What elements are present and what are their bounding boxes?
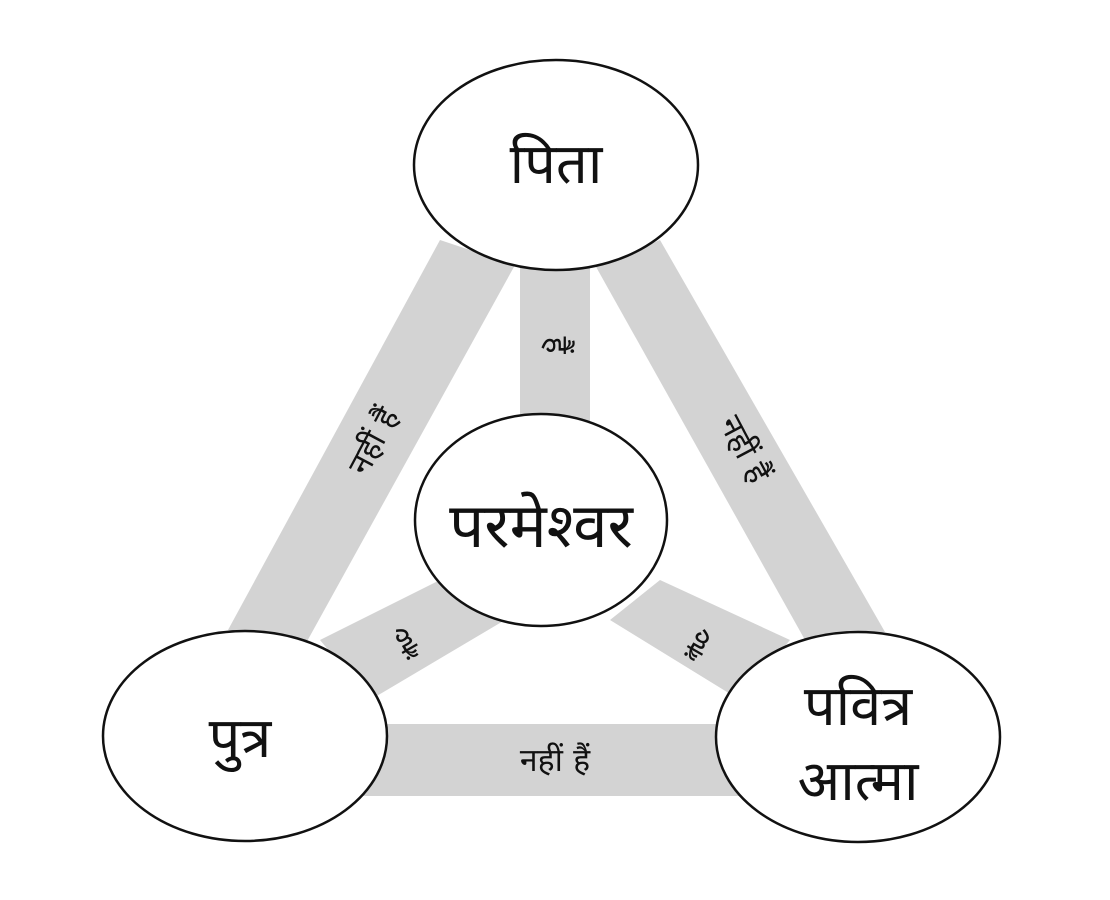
node-father: पिता bbox=[412, 58, 700, 272]
node-father-label: पिता bbox=[510, 132, 604, 197]
band-son-god bbox=[320, 580, 505, 700]
band-spirit-god bbox=[610, 580, 790, 700]
node-son-label: पुत्र bbox=[209, 706, 273, 773]
node-god-label: परमेश्वर bbox=[449, 489, 634, 562]
band-father-spirit bbox=[595, 240, 885, 640]
band-father-son bbox=[228, 240, 515, 645]
relation-father-god: हैं bbox=[538, 337, 576, 355]
relation-son-spirit: नहीं हैं bbox=[520, 741, 591, 779]
node-son: पुत्र bbox=[101, 629, 389, 843]
band-father-god bbox=[520, 255, 590, 430]
node-spirit-label-line1: पवित्र bbox=[804, 674, 913, 739]
node-spirit-label-line2: आत्मा bbox=[798, 749, 920, 814]
node-holy-spirit: पवित्र आत्मा bbox=[714, 630, 1002, 844]
node-god: परमेश्वर bbox=[413, 412, 669, 628]
band-son-spirit bbox=[330, 724, 780, 796]
